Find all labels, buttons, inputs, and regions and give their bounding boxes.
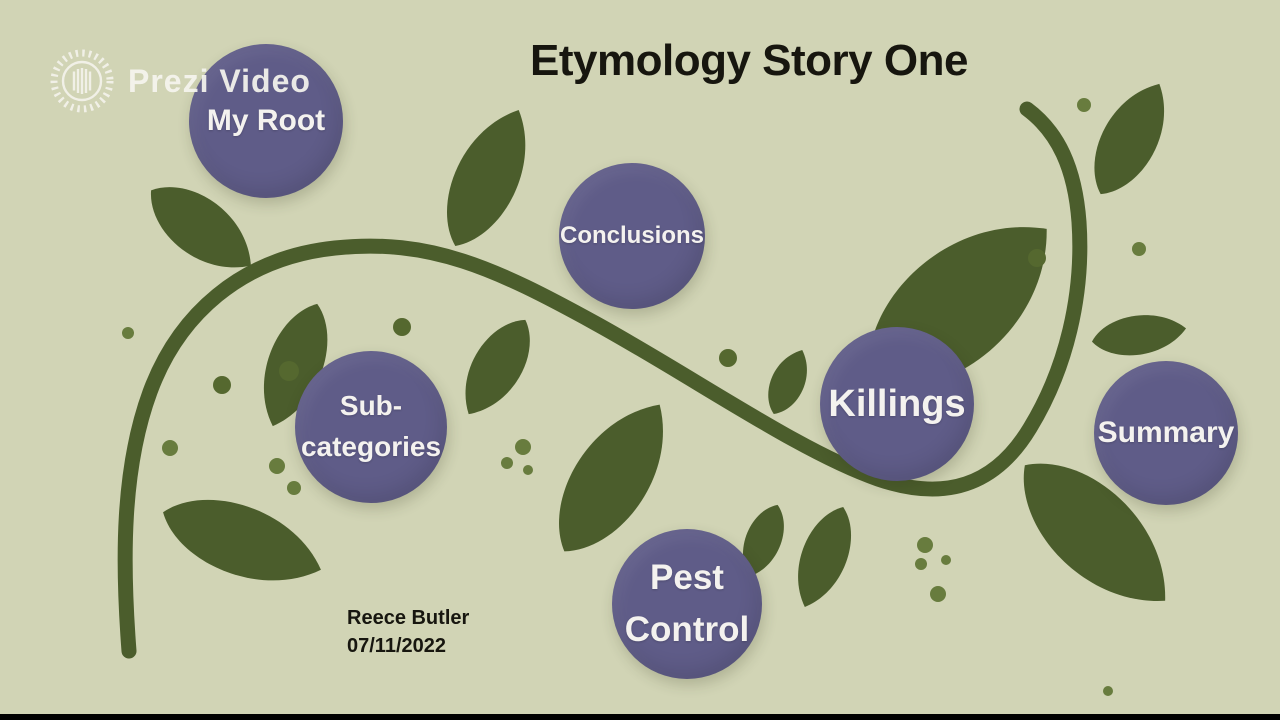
topic-label: categories (300, 431, 442, 462)
berry-dot (719, 349, 737, 367)
topic-label: Killings (828, 382, 966, 425)
letterbox-bar (0, 714, 1280, 720)
vine-stem (117, 101, 1088, 659)
topic-label: Control (624, 610, 750, 649)
berry-dot (1077, 98, 1091, 112)
berry-dot (162, 440, 178, 456)
leaf (783, 498, 865, 616)
berry-dot (523, 465, 533, 475)
topic-bubble-killings[interactable]: Killings (820, 327, 974, 481)
berry-dot (393, 318, 411, 336)
leaf (447, 307, 547, 427)
topic-bubble-sub-categories[interactable]: Sub- categories (295, 351, 447, 503)
leaf (758, 343, 818, 421)
topic-label: Pest (650, 557, 724, 597)
berry-dot (1132, 242, 1146, 256)
prezi-logo: Prezi Video (50, 49, 311, 113)
leaf (426, 96, 548, 260)
berry-dot (941, 555, 951, 565)
berry-dot (279, 361, 299, 381)
berry-dot (930, 586, 946, 602)
leaf (151, 480, 333, 602)
topic-bubble-conclusions[interactable]: Conclusions (559, 163, 705, 309)
topic-bubble-summary[interactable]: Summary (1094, 361, 1238, 505)
berry-dot (515, 439, 531, 455)
topic-bubble-pest-control[interactable]: Pest Control (612, 529, 762, 679)
leaf (1076, 70, 1184, 208)
topic-label: My Root (206, 104, 326, 138)
berry-dot (213, 376, 231, 394)
berry-dot (917, 537, 933, 553)
berry-dot (1103, 686, 1113, 696)
prezi-sunburst-icon (50, 49, 114, 113)
berry-dot (501, 457, 513, 469)
author-name: Reece Butler (347, 607, 470, 629)
leaf (1089, 309, 1189, 361)
berry-dot (122, 327, 134, 339)
topic-bubble-my-root[interactable]: My Root (189, 44, 343, 198)
topic-label: Conclusions (559, 221, 704, 249)
prezi-logo-text: Prezi Video (128, 62, 311, 99)
topic-label: Summary (1097, 416, 1235, 450)
berry-dot (269, 458, 285, 474)
page-title: Etymology Story One (530, 36, 968, 85)
author-credit: Reece Butler 07/11/2022 (347, 604, 469, 660)
berry-dot (915, 558, 927, 570)
berry-dot (287, 481, 301, 495)
berry-dot (1028, 249, 1046, 267)
topic-label: Sub- (339, 390, 403, 422)
presentation-date: 07/11/2022 (347, 635, 446, 657)
